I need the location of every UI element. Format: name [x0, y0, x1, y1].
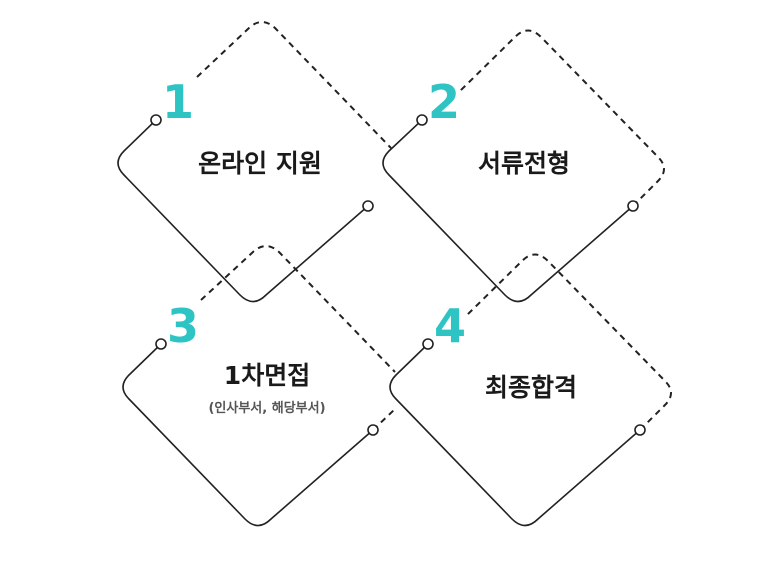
step-3-dashed-edge-left: [200, 245, 396, 373]
step-3-connector-dot-top: [155, 338, 167, 350]
step-4-solid-edge: [389, 343, 641, 527]
step-1-number: 1: [162, 75, 194, 129]
step-4-connector-dot-right: [634, 424, 646, 436]
step-2: 2 서류전형: [382, 29, 665, 303]
step-2-connector-dot-top: [416, 114, 428, 126]
step-3-label: 1차면접: [224, 361, 310, 390]
step-4-dashed-edge: [466, 253, 672, 431]
step-1-connector-dot-top: [150, 114, 162, 126]
step-2-solid-edge: [382, 119, 634, 303]
step-1-dashed-edge: [196, 21, 392, 149]
step-1-label: 온라인 지원: [198, 149, 322, 178]
step-2-connector-dot-right: [627, 200, 639, 212]
step-4-number: 4: [434, 299, 466, 353]
step-3-connector-dot-right: [367, 424, 379, 436]
step-1-solid-edge: [117, 119, 369, 303]
step-3-sub-label: (인사부서, 해당부서): [208, 400, 325, 416]
step-3: 3 1차면접 (인사부서, 해당부서): [122, 245, 396, 527]
step-4-connector-dot-top: [422, 338, 434, 350]
step-2-dashed-edge: [459, 29, 665, 207]
step-3-number: 3: [167, 299, 199, 353]
step-4-label: 최종합격: [485, 373, 577, 402]
step-4: 4 최종합격: [389, 253, 672, 527]
step-3-solid-edge: [122, 343, 374, 527]
step-2-number: 2: [428, 75, 460, 129]
step-1-connector-dot-right: [362, 200, 374, 212]
step-2-label: 서류전형: [478, 149, 570, 178]
step-1: 1 온라인 지원: [117, 21, 392, 303]
